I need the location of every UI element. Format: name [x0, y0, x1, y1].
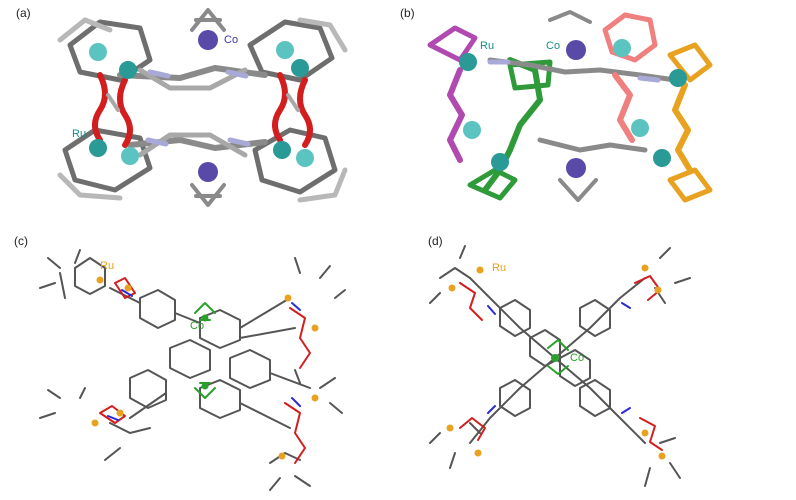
panel-d-structure [429, 245, 691, 487]
ru-atom [89, 43, 107, 61]
upper-ring-left [67, 19, 153, 83]
panel-label-d: (d) [428, 234, 443, 248]
oxalate-left [92, 72, 133, 148]
ru-atom [296, 149, 314, 167]
panel-c: (c) [0, 228, 390, 500]
green-ring [467, 167, 518, 201]
ru-atom [491, 153, 509, 171]
atom-label-co: Co [224, 34, 239, 46]
co-atom [566, 158, 586, 178]
panel-a: (a) [0, 0, 390, 225]
lower-ring-right [252, 127, 338, 195]
atom-label-co: Co [546, 40, 561, 52]
ru-atom [273, 141, 291, 159]
panel-label-c: (c) [14, 234, 28, 248]
ru-atom [291, 59, 309, 77]
panel-c-structure [39, 249, 346, 491]
panel-b: (b) [400, 0, 796, 225]
co-atom-bottom [198, 162, 218, 182]
orange-chain [672, 82, 693, 173]
panel-b-structure [427, 10, 713, 203]
ru-atom [121, 147, 139, 165]
ru-atom [653, 149, 671, 167]
co-cone-bottom [190, 183, 226, 207]
co-atom-top [198, 30, 218, 50]
atom-label-co: Co [190, 320, 205, 332]
atom-label-ru: Ru [492, 262, 507, 274]
ru-atom [276, 41, 294, 59]
atom-label-co: Co [570, 352, 585, 364]
co-atom [566, 40, 586, 60]
panel-d: (d) [400, 228, 796, 500]
ru-atom [613, 39, 631, 57]
panel-label-a: (a) [16, 6, 31, 20]
ru-atom [119, 61, 137, 79]
magenta-chain [447, 67, 465, 163]
ru-atom [631, 119, 649, 137]
oxalate-right [272, 72, 313, 148]
panel-a-structure [57, 8, 348, 207]
atom-label-ru: Ru [100, 260, 115, 272]
ru-atom [459, 53, 477, 71]
salmon-ring [602, 12, 658, 63]
ru-atom [463, 121, 481, 139]
atom-label-ru: Ru [480, 40, 495, 52]
panel-label-b: (b) [400, 6, 415, 20]
ru-atom [669, 69, 687, 87]
ru-atom [89, 139, 107, 157]
magenta-ring [427, 25, 478, 63]
co-cone-top [190, 8, 226, 32]
atom-label-ru: Ru [72, 128, 87, 140]
